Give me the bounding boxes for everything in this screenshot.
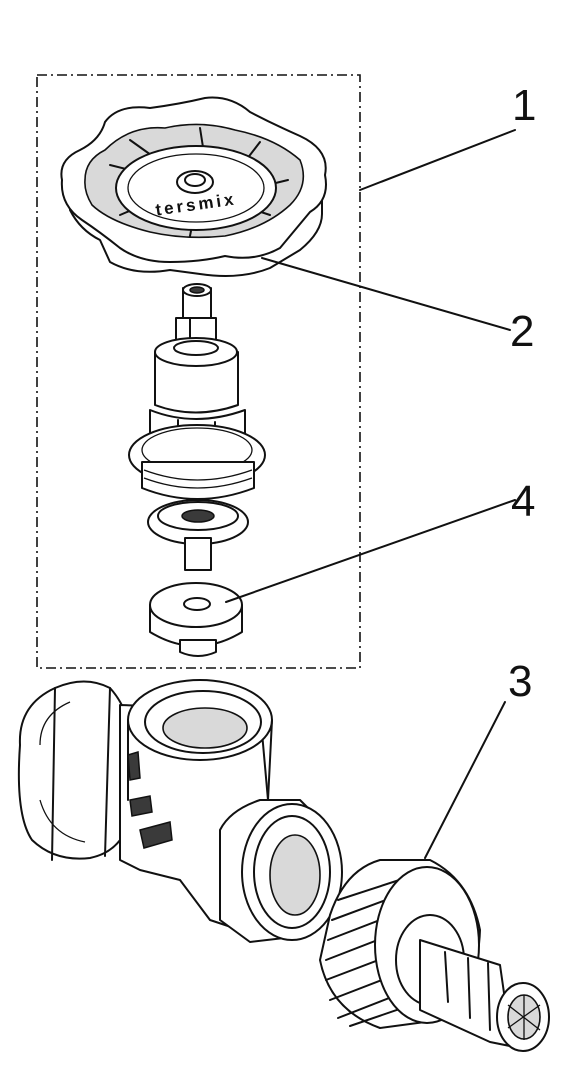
callout-4: 4 [511,477,535,526]
handwheel: tersmix [60,96,327,277]
assembly-boundary [36,74,361,669]
callout-1: 1 [512,81,536,130]
callout-2: 2 [510,307,534,356]
valve-washer [149,582,243,657]
leader-line-3 [424,701,506,859]
valve-body [17,679,343,943]
leader-line-1 [359,129,516,191]
valve-headwork [128,283,266,571]
leader-line-4 [225,499,516,603]
leader-line-2 [261,257,511,331]
hose-adaptor [319,859,550,1052]
callout-3: 3 [508,657,532,706]
